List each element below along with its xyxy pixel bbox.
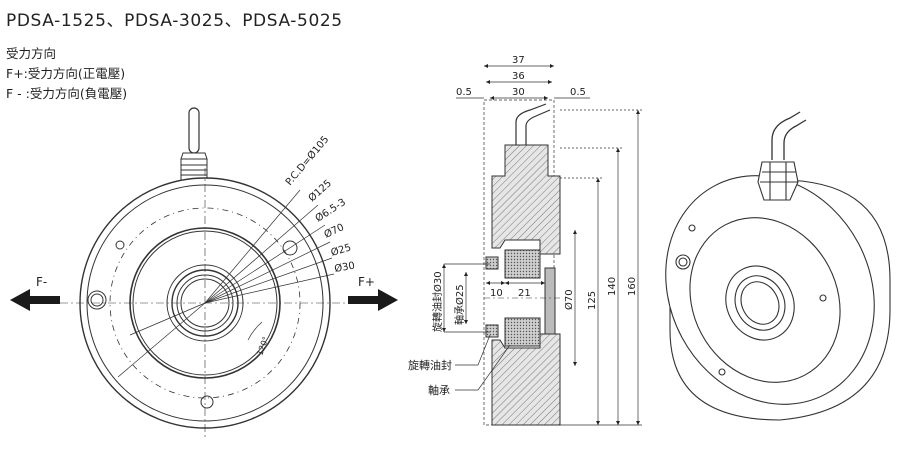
f-plus-arrow xyxy=(348,289,398,311)
dim-bearing-d25: 軸承Ø25 xyxy=(453,284,466,325)
dim-05-right: 0.5 xyxy=(570,87,586,98)
note-f-plus: F+:受力方向(正電壓) xyxy=(6,66,126,81)
dim-10: 10 xyxy=(490,288,503,299)
dim-21: 21 xyxy=(518,288,531,299)
page-title: PDSA-1525、PDSA-3025、PDSA-5025 xyxy=(6,11,343,31)
dim-d25: Ø25 xyxy=(329,241,352,259)
note-force-direction: 受力方向 xyxy=(6,46,57,61)
callout-seal: 旋轉油封 xyxy=(408,358,452,372)
dim-05-left: 0.5 xyxy=(456,87,472,98)
f-plus-label: F+ xyxy=(358,275,375,289)
dim-140: 140 xyxy=(607,277,618,296)
dim-d70-section: Ø70 xyxy=(563,289,575,310)
dim-37: 37 xyxy=(512,55,525,66)
dim-160: 160 xyxy=(627,277,638,296)
isometric-view xyxy=(665,111,891,421)
f-minus-label: F- xyxy=(36,275,47,289)
section-view xyxy=(483,99,561,426)
dim-36: 36 xyxy=(512,71,525,82)
dim-seal-d30: 旋轉油封Ø30 xyxy=(431,271,444,332)
note-f-minus: F - :受力方向(負電壓) xyxy=(6,86,128,101)
force-direction-notes: 受力方向 F+:受力方向(正電壓) F - :受力方向(負電壓) xyxy=(6,44,127,104)
dim-30: 30 xyxy=(512,87,525,98)
front-view xyxy=(60,107,345,440)
dim-d125: Ø125 xyxy=(306,177,334,204)
dim-125: 125 xyxy=(587,291,598,310)
f-minus-arrow xyxy=(10,289,60,311)
dim-d30: Ø30 xyxy=(333,260,355,275)
callout-bearing: 軸承 xyxy=(428,383,450,397)
dim-d70: Ø70 xyxy=(322,221,346,241)
